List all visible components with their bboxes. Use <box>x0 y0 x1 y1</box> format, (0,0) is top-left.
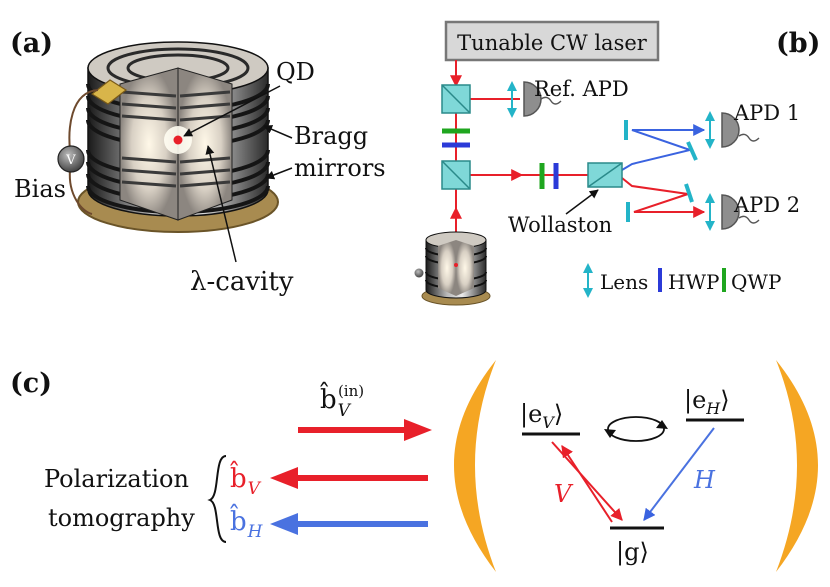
panel-c: (c) b̂V(in) b̂V b̂H Polarization tomogra… <box>10 360 818 572</box>
panel-b: (b) Tunable CW laser <box>414 20 820 306</box>
ref-apd-label: Ref. APD <box>534 77 629 101</box>
beam-splitter-bottom <box>441 160 471 190</box>
state-ev: |e <box>520 400 542 429</box>
state-ev-sub: V <box>542 413 555 432</box>
qd-label: QD <box>276 58 315 86</box>
output-v-operator-label: b̂V <box>230 460 262 499</box>
lenses <box>507 81 715 231</box>
output-h-operator-label: b̂H <box>230 503 264 542</box>
state-eh: |e <box>684 386 706 415</box>
legend: Lens HWP QWP <box>583 263 781 298</box>
qd-pointer <box>183 85 281 137</box>
coupling-loop-arrow-left <box>604 429 616 438</box>
laser-label: Tunable CW laser <box>457 31 648 55</box>
input-arrow-head <box>404 419 432 441</box>
pol-tomography-line1: Polarization <box>44 465 189 493</box>
output-v-arrow-head <box>270 467 298 489</box>
state-eh-label: |eH⟩ <box>684 386 730 418</box>
wollaston-label: Wollaston <box>508 213 612 237</box>
bragg-pointer-upper <box>263 125 293 139</box>
wollaston-pointer <box>565 189 599 215</box>
voltmeter-symbol: V <box>65 153 76 168</box>
v-transition-up <box>561 444 613 523</box>
curly-brace <box>207 455 227 543</box>
beam-splitter-top <box>441 84 471 114</box>
input-operator-sup: (in) <box>338 382 364 400</box>
bias-label: Bias <box>14 175 66 203</box>
voltmeter-icon <box>57 145 85 173</box>
mirrors <box>624 120 698 222</box>
bias-wire-bottom <box>68 169 93 215</box>
sample-micropillar-small <box>414 231 491 306</box>
state-ev-close: ⟩ <box>554 400 563 428</box>
panel-a: (a) <box>10 28 386 297</box>
h-transition <box>643 427 715 521</box>
bias-wire-top <box>68 89 99 151</box>
transition-v-label: V <box>554 480 574 508</box>
quantum-dot <box>173 135 183 145</box>
legend-lens-label: Lens <box>600 270 648 294</box>
wollaston-prism <box>587 162 623 188</box>
state-eh-close: ⟩ <box>720 386 729 414</box>
input-operator-sub: V <box>338 401 352 421</box>
panel-a-label: (a) <box>10 28 53 59</box>
cavity-label: λ-cavity <box>190 267 294 297</box>
output-h-operator: b̂ <box>230 503 247 537</box>
pol-tomography-line2: tomography <box>48 504 195 532</box>
apd2-detector <box>721 194 760 230</box>
legend-hwp-label: HWP <box>668 270 719 294</box>
state-g-label: |g⟩ <box>616 538 649 567</box>
apd1-label: APD 1 <box>733 101 800 125</box>
output-v-sub: V <box>248 479 262 499</box>
legend-qwp-label: QWP <box>731 270 781 294</box>
bragg-pointer-lower <box>265 167 293 180</box>
cavity-pointer <box>205 145 237 263</box>
gold-contact-pad <box>90 79 128 105</box>
apd2-label: APD 2 <box>733 193 800 217</box>
mirror-3 <box>684 183 694 203</box>
output-v-operator: b̂ <box>230 460 247 494</box>
panel-c-label: (c) <box>10 368 52 399</box>
ref-apd-detector <box>523 81 562 117</box>
input-operator-label: b̂V(in) <box>320 381 364 421</box>
bragg-label-line1: Bragg <box>294 122 368 150</box>
coupling-loop-arrow-right <box>656 420 668 429</box>
state-ev-label: |eV⟩ <box>520 400 563 432</box>
bragg-label-line2: mirrors <box>294 154 386 182</box>
output-h-sub: H <box>247 522 264 542</box>
cavity-bracket-left <box>454 360 496 572</box>
output-h-arrow-head <box>270 513 298 535</box>
state-eh-sub: H <box>705 399 721 418</box>
input-operator: b̂ <box>320 381 337 415</box>
coupling-loop <box>607 416 665 442</box>
laser-box <box>444 20 660 62</box>
sample-voltmeter-icon <box>414 268 424 278</box>
micropillar-device <box>77 41 279 233</box>
panel-b-label: (b) <box>776 28 820 59</box>
cavity-bracket-right <box>776 360 818 572</box>
apd1-detector <box>721 112 760 148</box>
mirror-2 <box>686 141 698 161</box>
transition-h-label: H <box>693 466 716 494</box>
